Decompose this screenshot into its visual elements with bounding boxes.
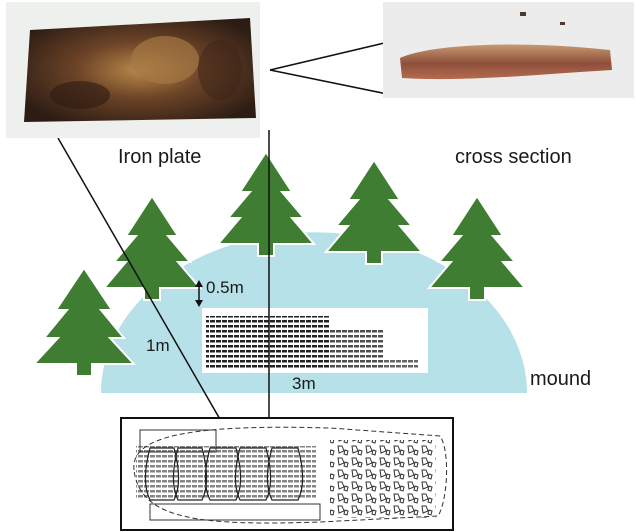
iron-plate-photo <box>6 2 260 138</box>
zoom-line-bottom <box>270 70 397 96</box>
zoom-line-top <box>270 40 397 70</box>
artifact-drawing <box>121 418 453 530</box>
tree-icon <box>429 196 525 300</box>
tree-icon <box>218 152 314 256</box>
cross-section-label: cross section <box>455 146 572 169</box>
depth-label: 0.5m <box>206 278 244 298</box>
iron-plate-label: Iron plate <box>118 146 201 169</box>
tree-icon <box>326 160 422 264</box>
tree-icon <box>104 196 200 300</box>
height-label: 1m <box>146 336 170 356</box>
width-label: 3m <box>292 374 316 394</box>
cross-section-photo <box>383 2 634 98</box>
mound-label: mound <box>530 368 591 391</box>
